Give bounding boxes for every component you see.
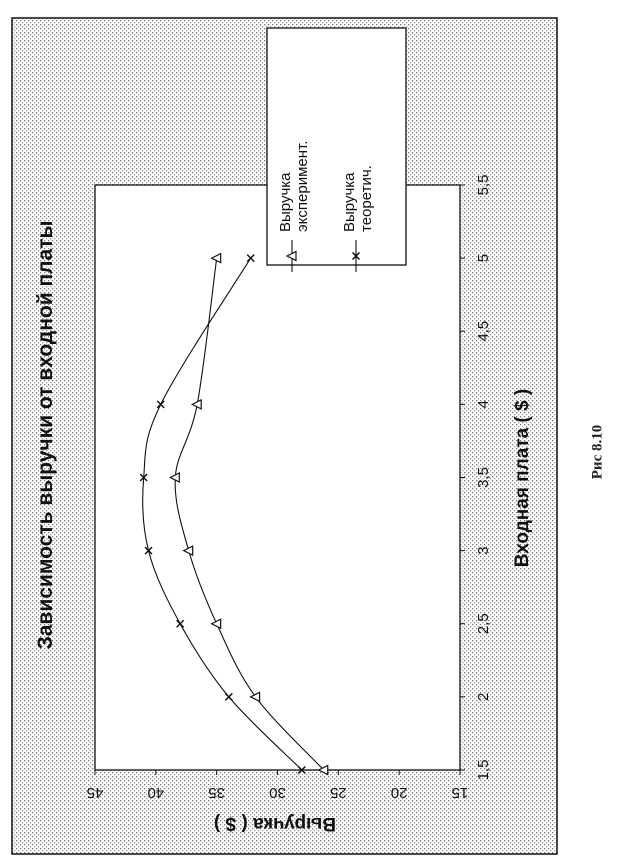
x-tick-label-2: 2,5 (475, 613, 492, 634)
y-tick-label-0: 15 (452, 784, 469, 801)
x-tick-label-1: 2 (475, 693, 492, 701)
chart-title: Зависимость выручки от входной платы (34, 221, 57, 650)
series-layer (139, 252, 329, 776)
y-tick-label-6: 45 (87, 784, 104, 801)
figure-caption: Рис 8.10 (589, 424, 606, 480)
legend-marker-1 (351, 251, 361, 261)
series-0-point-4 (168, 472, 180, 483)
legend-label-1-1: теоретич. (358, 165, 375, 232)
x-tick-label-8: 5,5 (475, 175, 492, 196)
x-tick-label-4: 3,5 (475, 467, 492, 488)
x-tick-label-6: 4,5 (475, 321, 492, 342)
y-axis: 15 20 25 30 35 40 45 (87, 770, 469, 801)
y-tick-label-3: 30 (269, 784, 286, 801)
series-0-point-2 (210, 618, 222, 630)
y-tick-label-1: 20 (391, 784, 408, 801)
legend-label-0-1: эксперимент. (294, 141, 311, 232)
series-1-point-6 (246, 254, 255, 263)
y-axis-label: Выручка ( $ ) (214, 813, 336, 834)
series-0-point-1 (249, 691, 261, 703)
legend-label-0-0: Выручка (277, 172, 294, 232)
y-tick-label-5: 40 (147, 784, 164, 801)
x-axis-label: Входная плата ( $ ) (512, 389, 533, 567)
x-tick-label-0: 1,5 (475, 760, 492, 781)
series-1-point-0 (297, 765, 306, 775)
series-1-point-3 (144, 546, 153, 555)
x-tick-label-7: 5 (475, 254, 492, 262)
y-tick-label-2: 25 (330, 784, 347, 801)
legend-label-1-0: Выручка (341, 172, 358, 232)
series-1-point-1 (224, 692, 233, 701)
x-axis: 1,5 2 2,5 3 3,5 4 4,5 5 5,5 (460, 175, 492, 781)
y-tick-label-4: 35 (208, 784, 225, 801)
plot-area (94, 184, 461, 771)
series-1-point-5 (156, 400, 165, 409)
series-1-point-4 (139, 473, 148, 482)
legend-marker-0 (285, 250, 297, 262)
series-0-point-0 (317, 764, 329, 776)
x-tick-label-3: 3 (475, 546, 492, 554)
series-0-point-6 (210, 252, 222, 264)
series-1-point-2 (176, 619, 185, 628)
x-tick-label-5: 4 (475, 400, 492, 408)
series-0-point-3 (182, 545, 194, 557)
series-0-point-5 (190, 398, 202, 410)
legend-box (266, 27, 407, 266)
